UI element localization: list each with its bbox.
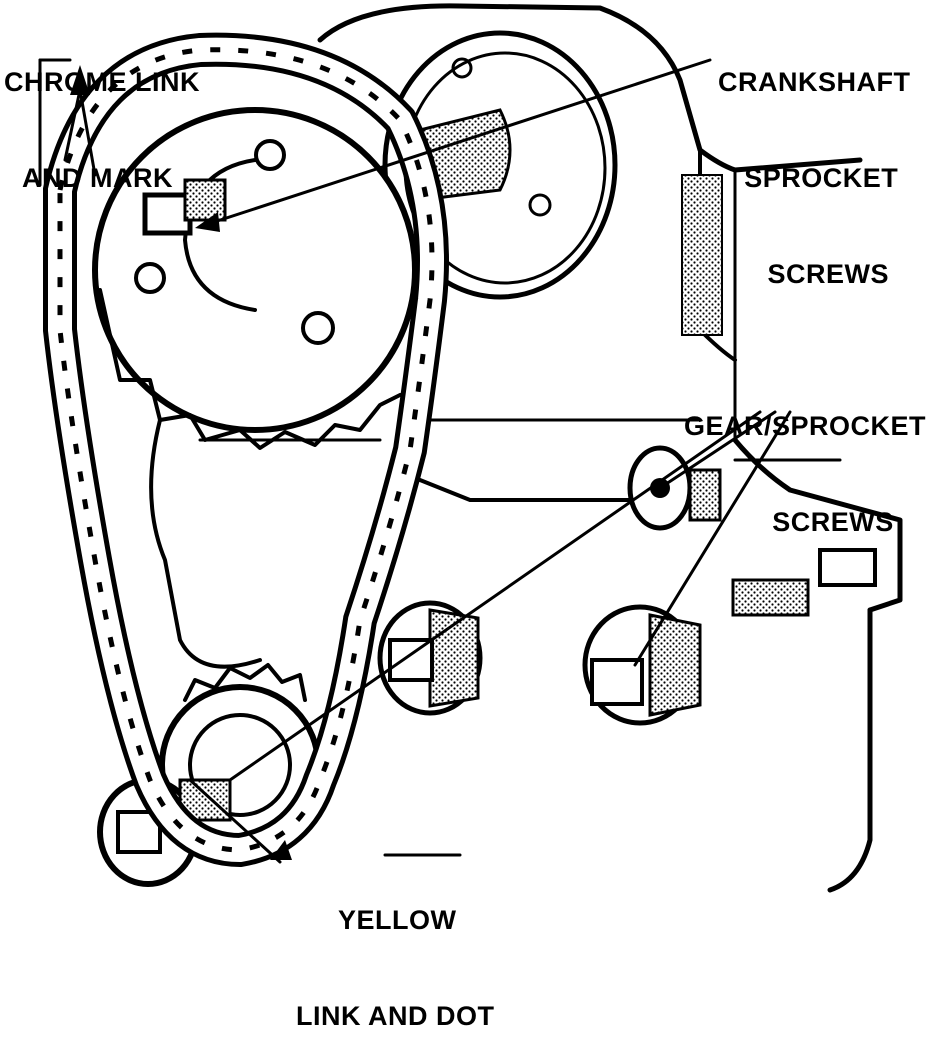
yellow-link-label-line1: YELLOW: [338, 905, 457, 935]
crankshaft-screws-label-line3: SCREWS: [767, 259, 889, 289]
sprocket-screw: [142, 178, 227, 236]
engine-block: [149, 3, 903, 893]
gear-sprocket-screws-label-line1: GEAR/SPROCKET: [684, 411, 927, 441]
chrome-link-label-line2: AND MARK: [22, 163, 173, 193]
crankshaft-screws-label-line1: CRANKSHAFT: [718, 67, 911, 97]
chrome-link-label: CHROME LINK AND MARK: [4, 2, 200, 226]
crankshaft-screws-label-line2: SPROCKET: [744, 163, 899, 193]
gear-sprocket-screws-label: GEAR/SPROCKET SCREWS: [684, 346, 926, 570]
yellow-link-label: YELLOW LINK AND DOT: [296, 840, 494, 1064]
leader-lines: [38, 58, 792, 864]
timing-chain-diagram: [38, 3, 903, 893]
gear-sprocket-screws-label-line2: SCREWS: [772, 507, 894, 537]
crankshaft-screws-label: CRANKSHAFT SPROCKET SCREWS: [718, 2, 910, 322]
timing-chain: [43, 32, 449, 868]
chrome-link-label-line1: CHROME LINK: [4, 67, 200, 97]
yellow-link-label-line2: LINK AND DOT: [296, 1001, 495, 1031]
